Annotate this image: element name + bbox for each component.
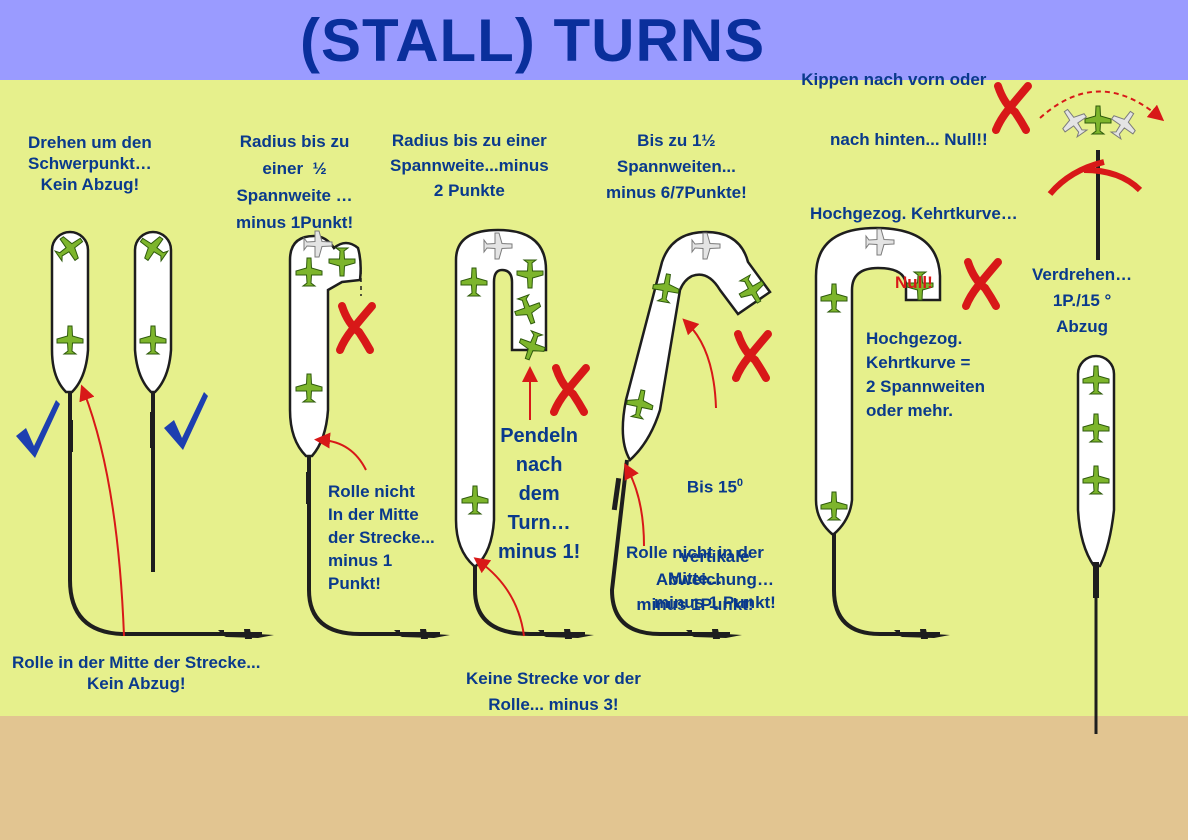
diagram-panel <box>0 80 1188 716</box>
label-twist: Verdrehen… 1P./15 ° Abzug <box>1032 265 1133 336</box>
label-tilted-top: Bis zu 1½ Spannweiten... minus 6/7Punkte… <box>606 131 747 202</box>
label-pivot-bottom: Rolle in der Mitte der Strecke... Kein A… <box>12 653 261 693</box>
wingover-title: Hochgezog. Kehrtkurve… <box>810 204 1018 223</box>
wingover-null: Null! <box>895 273 933 292</box>
check-icon <box>164 392 208 450</box>
plane-icon <box>1084 105 1112 135</box>
deviation-label: Bis 15 <box>686 477 737 497</box>
ground-strip <box>0 716 1188 840</box>
figure-wingover <box>814 226 950 639</box>
label-no-line: Keine Strecke vor der Rolle... minus 3! <box>466 669 641 714</box>
label-pivot-top: Drehen um den Schwerpunkt… Kein Abzug! <box>28 133 152 194</box>
subtitle: Kippen nach vorn oder nach hinten... Nul… <box>800 30 988 170</box>
figure-tilt-top <box>1039 90 1165 260</box>
label-wingover-top: Hochgezog. Kehrtkurve… Null! <box>810 156 1018 317</box>
page-title: (STALL) TURNS <box>300 7 766 74</box>
label-half-span-bottom: Rolle nicht In der Mitte der Strecke... … <box>328 482 435 593</box>
deviation-rest: vertikale Abweichung… minus 1 Punkt! <box>654 546 776 612</box>
subtitle-line1: Kippen nach vorn oder <box>801 70 987 89</box>
figure-vertical-roll <box>1076 354 1116 734</box>
figure-half-span <box>288 230 450 639</box>
degree-sup: 0 <box>736 477 744 489</box>
pivot-figure-1 <box>50 228 274 639</box>
subtitle-line2: nach hinten... Null!! <box>830 130 988 149</box>
pivot-figure-2 <box>133 228 173 572</box>
check-icon <box>16 400 60 458</box>
cross-icon <box>736 334 768 378</box>
label-tilted-bottom: Rolle nicht in der Mitte... minus 1Punkt… <box>626 543 764 614</box>
label-tilted-mid: Bis 150 vertikale Abweichung… minus 1 Pu… <box>654 426 776 637</box>
cross-icon <box>554 368 586 412</box>
label-one-span-top: Radius bis zu einer Spannweite...minus 2… <box>390 131 549 200</box>
label-wingover-mid: Hochgezog. Kehrtkurve = 2 Spannweiten od… <box>866 329 986 420</box>
cross-icon <box>340 306 372 350</box>
cross-icon <box>996 86 1028 130</box>
header-bar <box>0 0 1188 80</box>
figure-tilted <box>609 230 772 639</box>
label-half-span-top: Radius bis zu einer ½ Spannweite … minus… <box>236 132 354 232</box>
label-pendulum: Pendeln nach dem Turn… minus 1! <box>498 425 581 563</box>
